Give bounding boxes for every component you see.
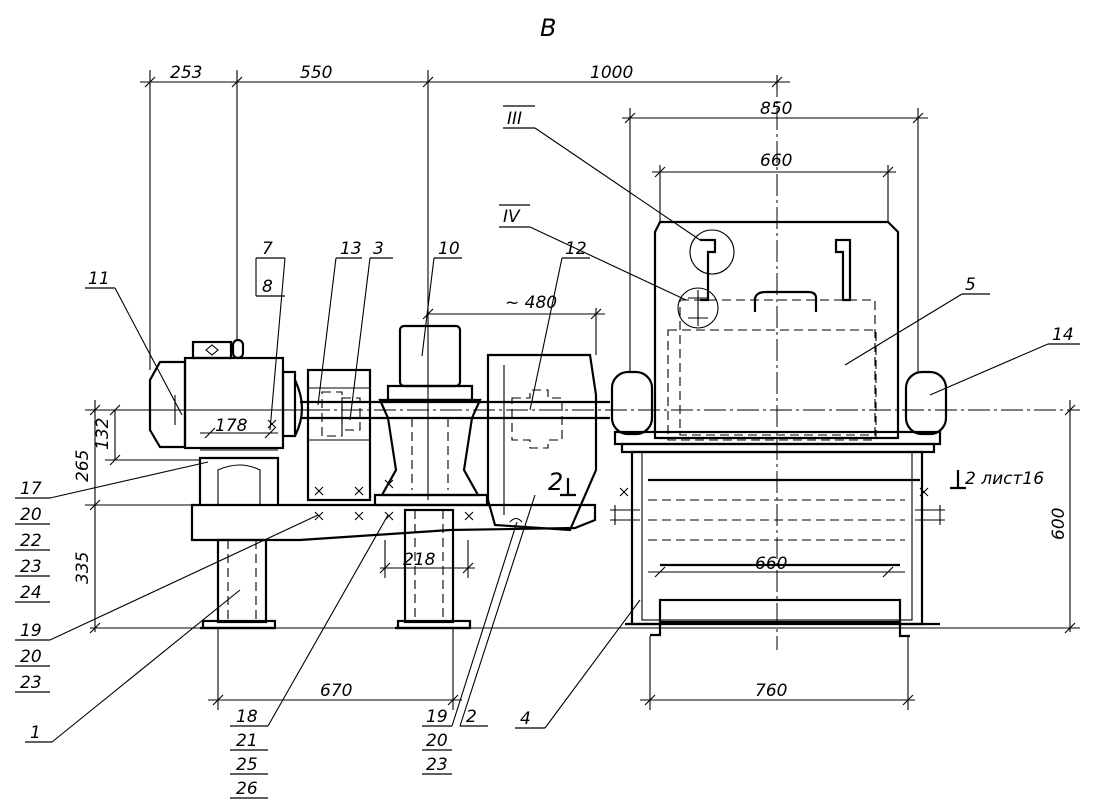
dim-660-top: 660	[760, 151, 792, 171]
svg-text:23: 23	[426, 755, 448, 775]
dim-218: 218	[403, 550, 436, 570]
svg-text:24: 24	[20, 583, 42, 603]
svg-text:14: 14	[1052, 325, 1074, 345]
callout-19-right: 19 20 23	[422, 521, 518, 775]
dim-670: 670	[320, 681, 352, 701]
svg-text:23: 23	[20, 673, 42, 693]
detail-ref-iii: III	[503, 105, 701, 241]
svg-text:7: 7	[262, 239, 273, 259]
svg-text:11: 11	[88, 269, 110, 289]
dim-600: 600	[1049, 508, 1069, 540]
svg-text:2: 2	[548, 468, 563, 496]
svg-text:10: 10	[438, 239, 460, 259]
svg-text:5: 5	[965, 275, 976, 295]
dim-132: 132	[93, 418, 113, 450]
svg-text:19: 19	[426, 707, 448, 727]
svg-text:21: 21	[236, 731, 258, 751]
svg-text:18: 18	[236, 707, 258, 727]
coupling-housing	[306, 368, 372, 502]
svg-text:20: 20	[20, 647, 42, 667]
callout-14: 14	[929, 325, 1080, 396]
svg-text:13: 13	[340, 239, 362, 259]
callout-10: 10	[421, 239, 462, 357]
dimension-lines	[85, 70, 1076, 710]
detail-iii-circle	[689, 229, 735, 275]
callout-5: 5	[844, 275, 990, 366]
svg-text:26: 26	[236, 779, 258, 799]
detail-iv-circle	[677, 287, 719, 329]
view-label: В	[540, 14, 556, 42]
callout-17: 17 20 22 23 24	[15, 461, 209, 603]
dim-335: 335	[73, 552, 93, 584]
dim-550: 550	[300, 63, 332, 83]
callout-4: 4	[515, 599, 641, 729]
callout-13: 13	[317, 239, 362, 406]
coupling-guard	[486, 353, 598, 532]
svg-text:3: 3	[373, 239, 384, 259]
dim-1000: 1000	[590, 63, 633, 83]
gear-reducer	[373, 324, 489, 507]
svg-text:19: 19	[20, 621, 42, 641]
callout-12: 12	[529, 239, 590, 411]
dim-760: 760	[755, 681, 787, 701]
detail-ref-iv: IV	[499, 204, 687, 301]
svg-text:12: 12	[565, 239, 587, 259]
machine-body	[610, 75, 948, 650]
svg-text:17: 17	[20, 479, 42, 499]
svg-text:III: III	[507, 109, 522, 129]
svg-text:2 лист16: 2 лист16	[965, 469, 1044, 489]
section-mark: 2 2 лист16	[548, 468, 1044, 497]
dim-178: 178	[215, 416, 248, 436]
svg-text:8: 8	[262, 277, 273, 297]
callout-18: 18 21 25 26	[230, 514, 389, 799]
svg-text:2: 2	[466, 707, 477, 727]
support-frame	[190, 449, 597, 630]
svg-text:4: 4	[520, 709, 531, 729]
callout-3: 3	[349, 239, 393, 421]
svg-text:IV: IV	[503, 207, 521, 227]
callout-2: 2	[459, 494, 536, 727]
dim-480: ~ 480	[505, 293, 557, 313]
callout-11: 11	[85, 269, 183, 416]
dim-265: 265	[73, 450, 93, 482]
svg-text:20: 20	[20, 505, 42, 525]
dim-253: 253	[170, 63, 202, 83]
dim-850: 850	[760, 99, 792, 119]
callout-19-left: 19 20 23	[15, 514, 319, 693]
dim-660-bottom: 660	[755, 554, 787, 574]
callout-7-8: 7 8	[255, 239, 286, 431]
svg-text:20: 20	[426, 731, 448, 751]
svg-text:25: 25	[236, 755, 258, 775]
svg-text:23: 23	[20, 557, 42, 577]
drive-shaft	[300, 400, 610, 420]
svg-text:1: 1	[30, 723, 41, 743]
svg-text:22: 22	[20, 531, 42, 551]
callout-1: 1	[25, 589, 241, 743]
